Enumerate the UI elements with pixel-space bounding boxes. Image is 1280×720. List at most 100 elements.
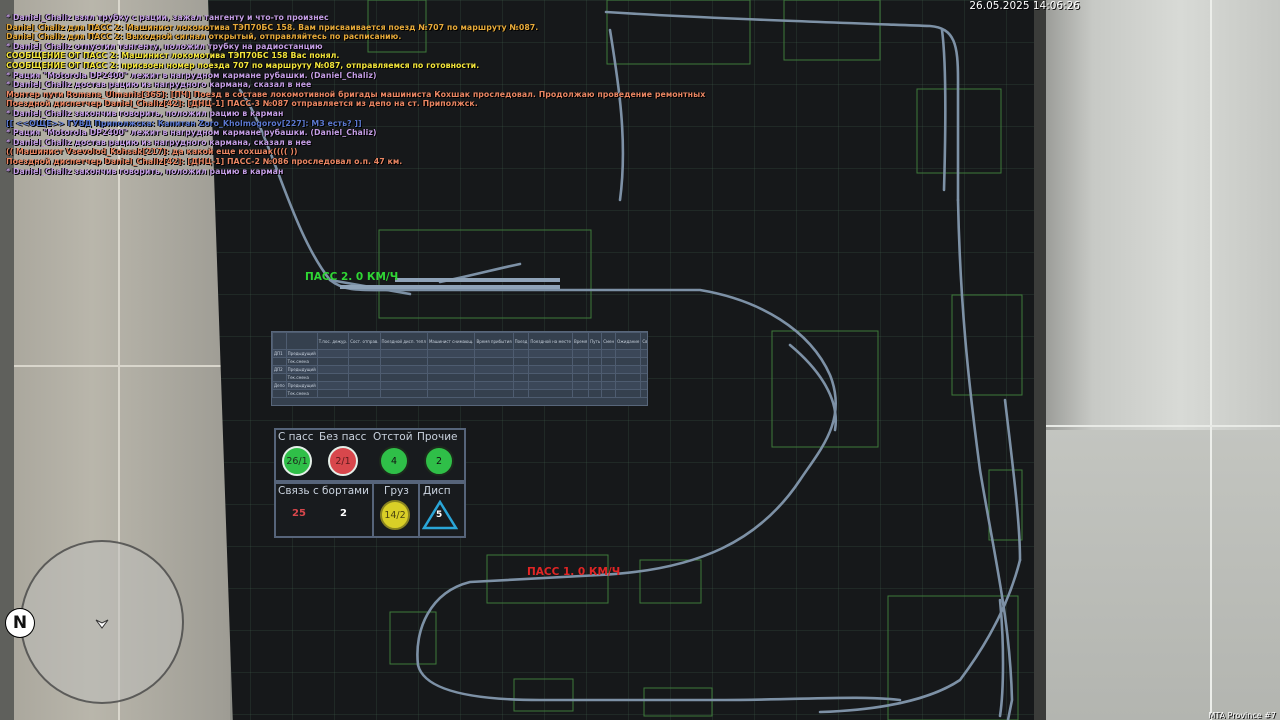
count-idle: 4: [379, 446, 409, 476]
chat-line: * Daniel_Chaliz взял трубку с рации, заж…: [6, 13, 329, 22]
schedule-cell: [571, 373, 590, 382]
wall-tile-seam: [1210, 0, 1212, 720]
wall-tile-seam: [0, 365, 230, 367]
schedule-cell: [512, 349, 530, 358]
train-label-pass2: ПАСС 2. 0 КМ/Ч: [305, 271, 399, 283]
schedule-cell: [615, 389, 642, 398]
schedule-cell: [601, 349, 617, 358]
comm-status-panel: Связь с бортами Груз Дисп 25 2 14/2 5: [274, 482, 466, 538]
chat-log: * Daniel_Chaliz взял трубку с рации, заж…: [6, 13, 726, 176]
schedule-group-cell: ДП1: [272, 349, 287, 358]
datetime-display: 26.05.2025 14:06:26: [969, 0, 1080, 12]
schedule-cell: [316, 349, 350, 358]
schedule-cell: [588, 373, 603, 382]
schedule-group-cell: [272, 373, 287, 382]
schedule-cell: [571, 357, 590, 366]
chat-line: * Daniel_Chaliz отпустил тангенту, полож…: [6, 41, 323, 51]
station-tracks: [340, 278, 560, 289]
wall-tile-seam: [1046, 425, 1280, 427]
schedule-cell: [571, 381, 590, 390]
schedule-row: Тек.смена: [272, 373, 647, 382]
schedule-cell: [640, 381, 647, 390]
schedule-header-cell: [272, 332, 287, 350]
chat-line: * Daniel_Chaliz достав рацию из нагрудно…: [6, 80, 312, 90]
schedule-cell: [426, 357, 476, 366]
schedule-cell: [426, 365, 476, 374]
schedule-cell: [512, 365, 530, 374]
label-cargo: Груз: [384, 485, 409, 497]
schedule-cell: [348, 357, 381, 366]
schedule-cell: [601, 365, 617, 374]
track-branch: [788, 343, 838, 432]
schedule-header-cell: [285, 332, 318, 350]
schedule-header-cell: Время прибытия: [474, 332, 514, 350]
chat-line: * Daniel_Chaliz закончив говорить, полож…: [6, 166, 284, 176]
label-without-pass: Без пасс: [319, 431, 367, 443]
schedule-cell: [348, 373, 381, 382]
schedule-cell: [528, 365, 573, 374]
chat-line: Daniel_Chaliz для ПАСС 2: Выходной сигна…: [6, 32, 402, 42]
schedule-cell: [316, 389, 350, 398]
schedule-header-cell: Поездной на месте: [528, 332, 573, 350]
schedule-cell: [474, 357, 514, 366]
schedule-cell: [426, 349, 476, 358]
schedule-cell: [379, 381, 428, 390]
chat-line: (( Машинист Vsevolod_Kohsak[217]: да как…: [6, 147, 298, 157]
station-box: [887, 595, 1019, 720]
schedule-cell: [588, 365, 603, 374]
station-box: [643, 687, 713, 717]
count-disp: 5: [436, 510, 443, 520]
station-box: [389, 611, 437, 665]
schedule-cell: [601, 373, 617, 382]
chat-line: * Рация "Motorola DP2400" лежит в нагруд…: [6, 128, 377, 138]
track-branch: [998, 598, 1005, 718]
schedule-cell: [601, 357, 617, 366]
schedule-cell: [640, 373, 647, 382]
station-box: [639, 559, 702, 604]
schedule-cell: [379, 365, 428, 374]
schedule-header-cell: Смен: [601, 332, 617, 350]
track-branch: [1003, 398, 1022, 562]
chat-line: Daniel_Chaliz для ПАСС 2: Машинист локом…: [6, 22, 539, 32]
schedule-cell: [640, 357, 647, 366]
station-boxes: [367, 0, 1023, 720]
schedule-cell: [426, 381, 476, 390]
chat-line: СООБЩЕНИЕ ОТ ПАСС 2: Машинист локомотива…: [6, 51, 340, 61]
chat-line: СООБЩЕНИЕ ОТ ПАСС 2: присвоен номер поез…: [6, 60, 480, 70]
schedule-cell: [474, 381, 514, 390]
chat-line: * Daniel_Chaliz закончив говорить, полож…: [6, 108, 284, 118]
schedule-cell: [379, 389, 428, 398]
track-branch: [608, 28, 625, 202]
schedule-cell: [512, 389, 530, 398]
schedule-cell: [379, 357, 428, 366]
schedule-cell: [348, 365, 381, 374]
station-box: [951, 294, 1023, 396]
panel-divider: [418, 484, 420, 536]
schedule-label-cell: Предыдущий: [285, 349, 318, 358]
server-name: MTA Province #7: [1208, 711, 1276, 720]
schedule-cell: [474, 365, 514, 374]
schedule-cell: [640, 365, 647, 374]
count-cargo: 14/2: [380, 500, 410, 530]
schedule-cell: [615, 373, 642, 382]
schedule-cell: [615, 365, 642, 374]
schedule-label-cell: Тек.смена: [285, 373, 318, 382]
room-pillar: [1030, 0, 1046, 720]
schedule-header-row: Т.пос. дежур.Сост. отправ.Поездной дисп.…: [272, 332, 647, 350]
schedule-cell: [512, 381, 530, 390]
schedule-header-cell: Путь: [588, 332, 603, 350]
station-box: [378, 229, 592, 319]
panel-divider: [372, 484, 374, 536]
north-compass-icon: N: [6, 609, 34, 637]
schedule-cell: [512, 373, 530, 382]
chat-line: * Рация "Motorola DP2400" лежит в нагруд…: [6, 70, 377, 80]
comm-count-white: 2: [340, 508, 347, 519]
schedule-cell: [528, 389, 573, 398]
schedule-label-cell: Тек.смена: [285, 357, 318, 366]
schedule-cell: [348, 349, 381, 358]
schedule-cell: [528, 357, 573, 366]
schedule-group-cell: [272, 389, 287, 398]
